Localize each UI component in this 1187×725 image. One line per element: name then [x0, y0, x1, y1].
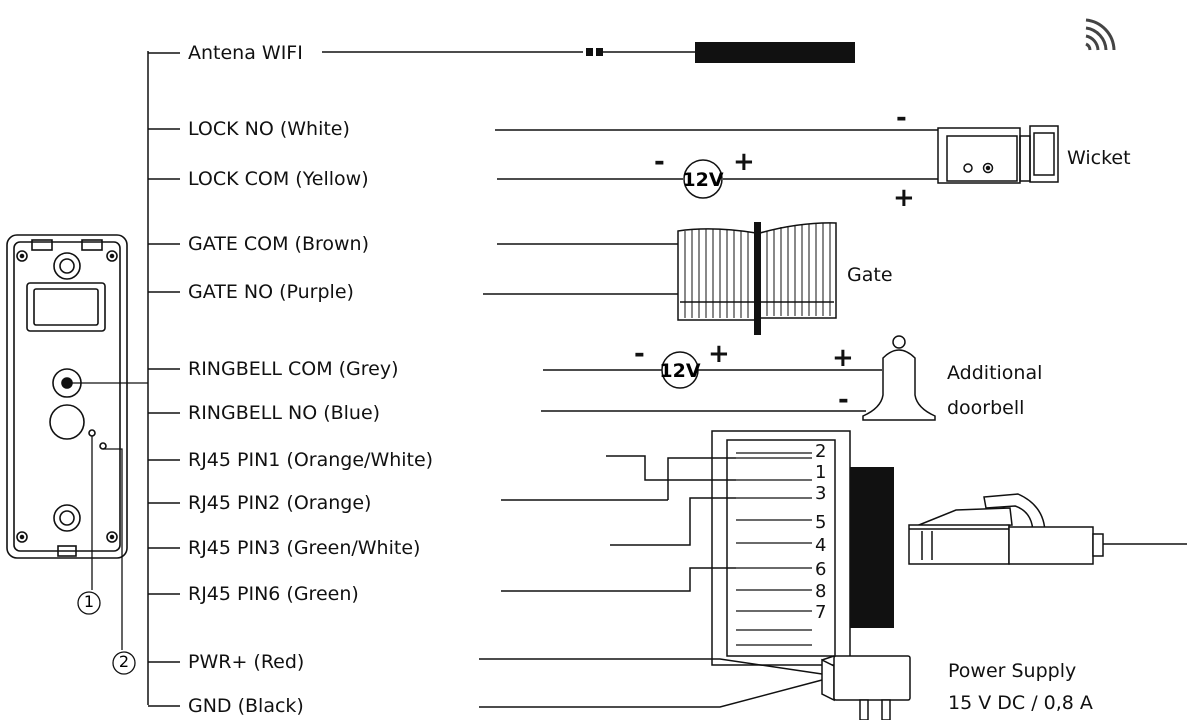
callout-1-circle — [77, 591, 101, 615]
rj45-pin-label: 8 — [815, 581, 826, 602]
wire-label-pwr: PWR+ (Red) — [188, 651, 305, 673]
wire-label-gnd: GND (Black) — [188, 695, 304, 717]
power-adapter-icon — [821, 655, 911, 721]
rj45-pin3-wire — [610, 497, 736, 546]
callout-2-number: 2 — [118, 652, 130, 671]
device-label-power-1: Power Supply — [948, 660, 1077, 682]
bell-icon — [862, 335, 936, 421]
rj45-pin-label: 6 — [815, 559, 826, 580]
wire-label-rj45-pin2: RJ45 PIN2 (Orange) — [188, 492, 372, 514]
rj45-pin-label: 5 — [815, 512, 826, 533]
wire-label-gate-com: GATE COM (Brown) — [188, 233, 370, 255]
device-label-wicket: Wicket — [1067, 147, 1131, 169]
rj45-jack-body — [850, 467, 894, 628]
device-label-gate: Gate — [847, 264, 893, 286]
gnd-wire — [479, 679, 823, 708]
antenna-icon — [586, 42, 855, 63]
bell-com-plus: + — [832, 343, 854, 373]
lock-com-plus: + — [893, 183, 915, 213]
rj45-pin-label: 1 — [815, 462, 826, 483]
voltage-12v-icon-lock: 12V — [682, 159, 724, 199]
wire-label-ringbell-com: RINGBELL COM (Grey) — [188, 358, 399, 380]
rj45-pin-label: 3 — [815, 483, 826, 504]
wire-label-antena-wifi: Antena WIFI — [188, 42, 303, 64]
voltage-label-bell: 12V — [659, 360, 700, 382]
lock-no-minus: - — [896, 103, 907, 133]
wire-label-rj45-pin1: RJ45 PIN1 (Orange/White) — [188, 449, 434, 471]
voltage-12v-icon-bell: 12V — [659, 351, 701, 389]
lock-12v-plus: + — [733, 147, 755, 177]
callout-2-leader — [103, 448, 123, 650]
device-label-doorbell-1: Additional — [947, 362, 1043, 384]
rj45-pin-label: 7 — [815, 602, 826, 623]
rj45-pin6-wire — [501, 567, 736, 592]
wire-label-lock-com: LOCK COM (Yellow) — [188, 168, 369, 190]
gate-icon — [677, 222, 837, 335]
callout-2-circle — [112, 651, 136, 675]
rj45-pin-label: 2 — [815, 441, 826, 462]
voltage-label-lock: 12V — [682, 169, 723, 191]
device-label-power-2: 15 V DC / 0,8 A — [948, 692, 1093, 714]
pwr-wire — [479, 658, 823, 675]
rj45-pin-block — [711, 430, 851, 666]
callout-1-number: 1 — [83, 592, 95, 611]
lock-12v-minus: - — [654, 147, 665, 177]
door-station-panel-icon — [6, 234, 128, 559]
wire-label-ringbell-no: RINGBELL NO (Blue) — [188, 402, 381, 424]
lock-icon — [937, 125, 1059, 184]
rj45-plug-icon — [908, 493, 1104, 565]
wire-label-gate-no: GATE NO (Purple) — [188, 281, 354, 303]
wire-ticks — [148, 52, 180, 707]
rj45-pin2-wire — [667, 457, 736, 500]
wire-label-lock-no: LOCK NO (White) — [188, 118, 350, 140]
rj45-pin-label: 4 — [815, 535, 826, 556]
bell-12v-minus: - — [634, 339, 645, 369]
device-label-doorbell-2: doorbell — [947, 397, 1025, 419]
bell-no-minus: - — [838, 385, 849, 415]
rj45-pin1-wire — [606, 455, 736, 481]
wire-label-rj45-pin3: RJ45 PIN3 (Green/White) — [188, 537, 421, 559]
bell-12v-plus: + — [708, 339, 730, 369]
wifi-signal-icon — [1085, 18, 1116, 51]
wire-label-rj45-pin6: RJ45 PIN6 (Green) — [188, 583, 359, 605]
